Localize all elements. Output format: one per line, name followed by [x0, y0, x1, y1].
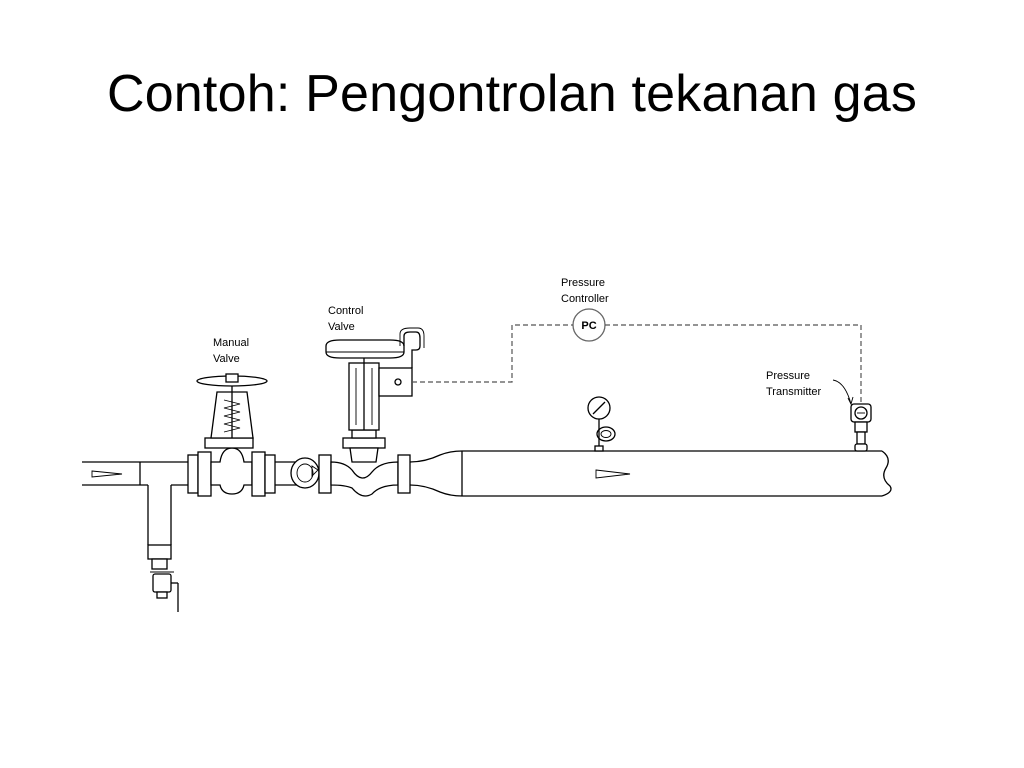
pressure-transmitter [832, 379, 872, 452]
label-manual-valve: Manual Valve [213, 337, 249, 365]
flow-arrow-inlet [91, 470, 123, 478]
svg-text:Controller: Controller [561, 293, 609, 305]
pressure-gauge-icon [587, 396, 616, 452]
svg-text:Pressure: Pressure [766, 370, 810, 382]
manual-valve [196, 373, 276, 497]
drain-valve-icon [150, 571, 179, 612]
svg-text:Manual: Manual [213, 337, 249, 349]
pc-tag: PC [581, 320, 596, 332]
svg-text:Control: Control [328, 305, 363, 317]
signal-lines [412, 324, 862, 404]
svg-text:Valve: Valve [213, 353, 240, 365]
label-pressure-controller: Pressure Controller [561, 277, 609, 305]
label-pressure-transmitter: Pressure Transmitter [766, 370, 822, 398]
handwheel-icon [196, 373, 268, 387]
control-valve [325, 327, 425, 497]
flow-arrow-main [595, 469, 631, 479]
diaphragm-actuator-icon [325, 339, 405, 359]
svg-text:Transmitter: Transmitter [766, 386, 822, 398]
main-pipe [409, 450, 892, 497]
inlet-pipe [82, 461, 188, 612]
svg-text:Pressure: Pressure [561, 277, 605, 289]
label-control-valve: Control Valve [328, 305, 363, 333]
svg-text:Valve: Valve [328, 321, 355, 333]
slide-title: Contoh: Pengontrolan tekanan gas [106, 65, 918, 123]
pressure-controller: PC [572, 308, 606, 342]
